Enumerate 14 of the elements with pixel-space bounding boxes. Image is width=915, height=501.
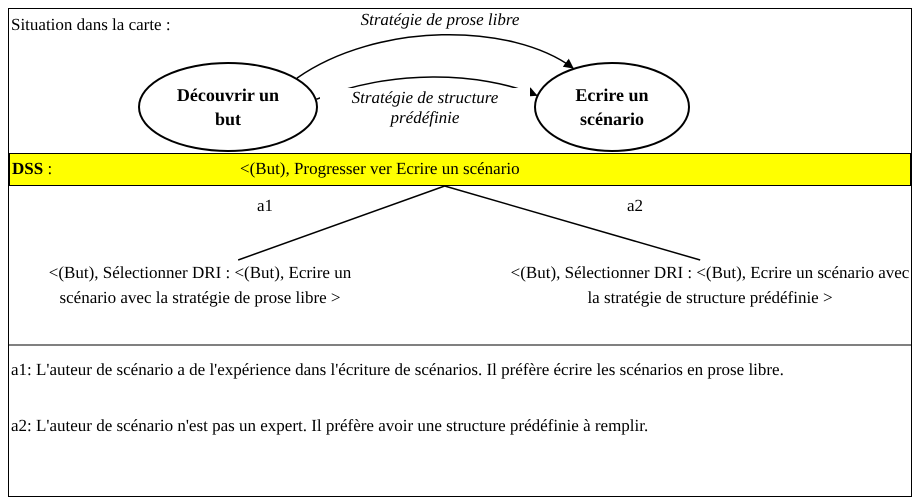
note-text: a2: L'auteur de scénario n'est pas un expert. Il préfère avoir une structure prédéfinie à remplir.: [11, 415, 650, 437]
curved-arrow: [296, 34, 574, 79]
tree-branch-line: [444, 185, 700, 261]
tree-leaf-text: <(But), Sélectionner DRI : <(But), Ecrire un scénario avec la stratégie de prose libre >: [20, 260, 380, 310]
section-title: Situation dans la carte :: [11, 14, 172, 36]
band-heading: DSS :: [12, 159, 52, 179]
band-text: <(But), Progresser ver Ecrire un scénario: [240, 159, 520, 179]
note-text: a1: L'auteur de scénario a de l'expérience dans l'écriture de scénarios. Il préfère écrire les scénarios en prose libre.: [11, 359, 785, 381]
tree-branch-line: [238, 185, 445, 261]
highlight-band: [9, 153, 911, 186]
edge-label: Stratégie de structure prédéfinie: [320, 88, 530, 128]
tree-leaf-text: <(But), Sélectionner DRI : <(But), Ecrire un scénario avec la stratégie de structure prédéfinie >: [505, 260, 915, 310]
node-label: Ecrire un scénario: [574, 84, 650, 131]
node-label: Découvrir un but: [176, 84, 280, 131]
